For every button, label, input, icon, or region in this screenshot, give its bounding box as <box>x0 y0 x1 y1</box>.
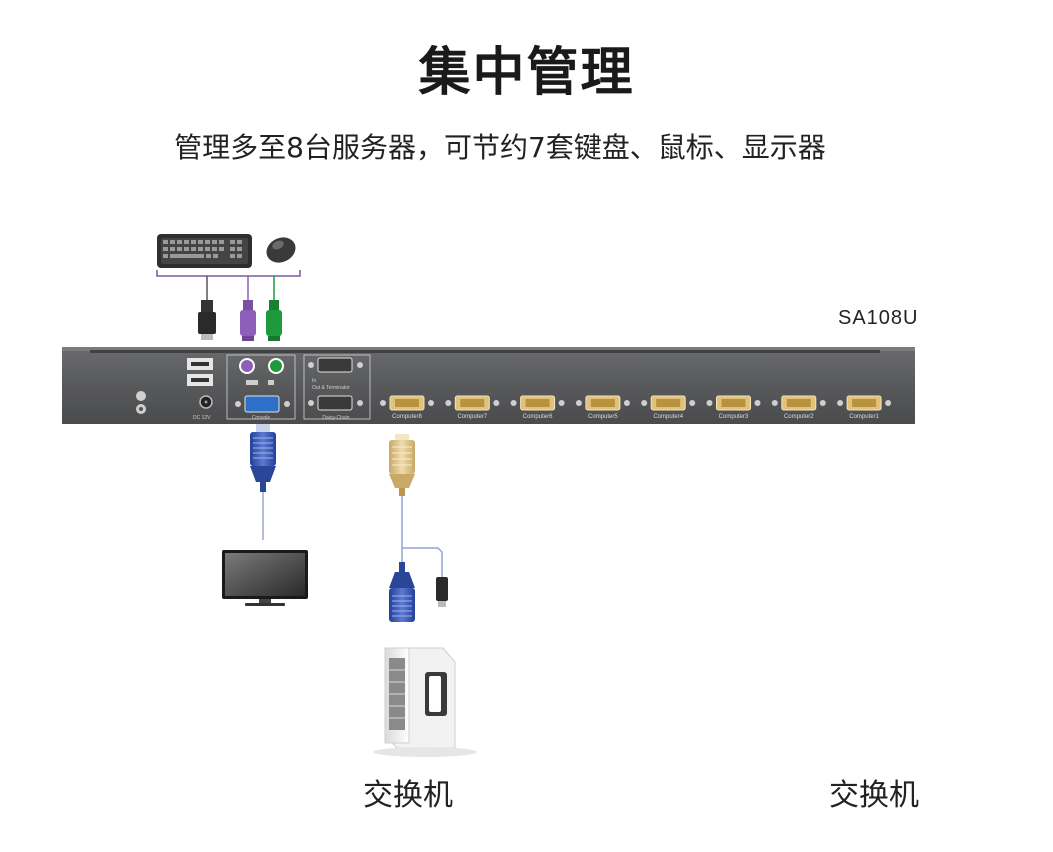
monitor-icon <box>222 550 308 606</box>
kvm-switch-chassis: In Out & Terminator DC 12V Console Daisy… <box>62 347 915 424</box>
port-computer4: Computer4 <box>641 395 696 420</box>
ps2-keyboard-plug-icon <box>240 300 256 341</box>
server-icon-left <box>372 647 478 758</box>
port-label: Computer5 <box>588 414 618 420</box>
port-label: Computer2 <box>784 414 814 420</box>
port-label: Computer6 <box>523 414 553 420</box>
console-label: Console <box>252 415 271 421</box>
console-vga-cable <box>249 424 277 540</box>
port-computer8: Computer8 <box>380 395 434 420</box>
dc-label: DC 12V <box>193 415 211 421</box>
port-computer7: Computer7 <box>445 395 500 420</box>
usb-plug-icon <box>198 300 216 340</box>
device-label-left: 交换机 <box>363 778 453 813</box>
mouse-icon <box>266 237 296 263</box>
port-label: Computer7 <box>457 414 487 420</box>
port-label: Computer8 <box>392 414 422 420</box>
port-computer5: Computer5 <box>575 395 630 420</box>
port-computer6: Computer6 <box>510 395 565 420</box>
computer-ports: Computer8 Computer7 Computer6 Computer5 Comp… <box>380 395 892 420</box>
daisy-chain-label: Daisy-Chain <box>322 415 349 421</box>
daisy-out-label: Out & Terminator <box>312 385 350 391</box>
model-label: SA108U <box>838 307 919 329</box>
port-computer2: Computer2 <box>771 395 826 420</box>
port-label: Computer4 <box>653 414 683 420</box>
keyboard-icon <box>157 234 252 268</box>
port-computer3: Computer3 <box>706 395 761 420</box>
port-label: Computer1 <box>849 414 879 420</box>
ps2-mouse-plug-icon <box>266 300 282 341</box>
device-label-right: 交换机 <box>829 778 919 813</box>
port-computer1: Computer1 <box>837 395 892 420</box>
daisy-in-label: In <box>312 378 316 384</box>
port-label: Computer3 <box>719 414 749 420</box>
page-subtitle: 管理多至8台服务器，可节约7套键盘、鼠标、显示器 <box>174 131 826 164</box>
page-title: 集中管理 <box>418 43 635 103</box>
computer-cable-left <box>388 434 448 623</box>
